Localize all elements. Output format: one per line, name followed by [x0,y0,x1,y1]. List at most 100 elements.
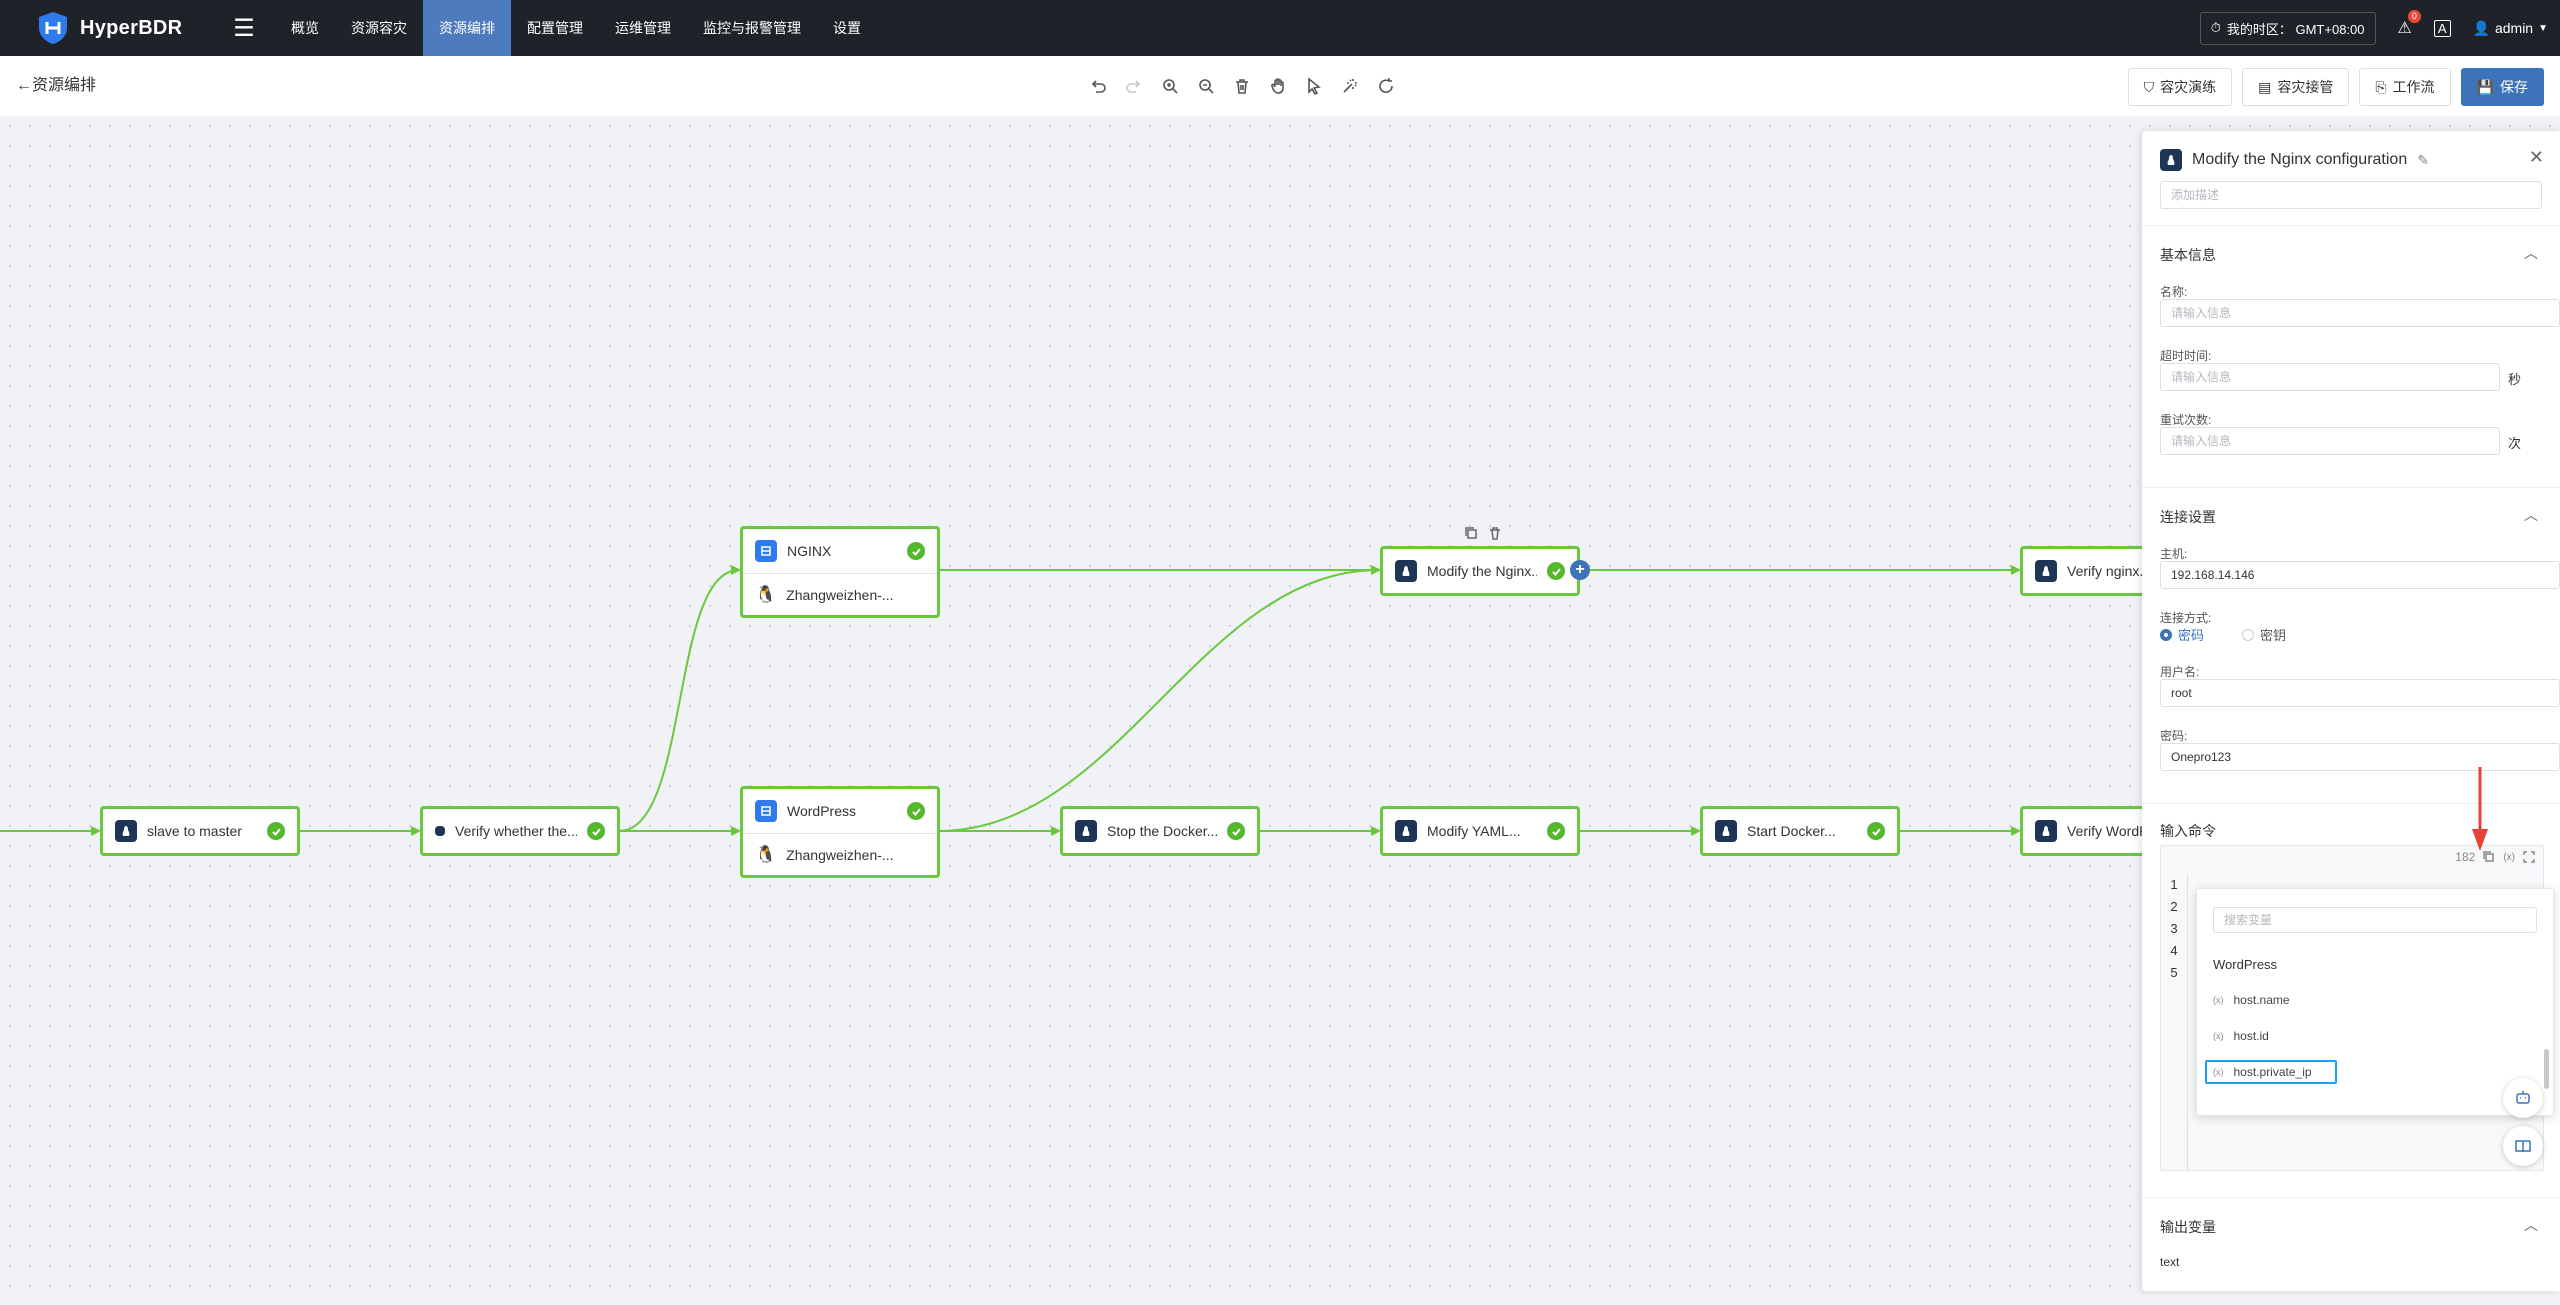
variable-item-label: host.private_ip [2233,1065,2312,1079]
node-modify-yaml[interactable]: Modify YAML... [1380,806,1580,856]
nav-item-settings[interactable]: 设置 [833,20,861,36]
save-icon: 💾 [2476,78,2494,95]
timeout-input[interactable]: 请输入信息 [2160,363,2500,391]
save-button[interactable]: 💾 保存 [2460,68,2544,106]
arrow-left-icon: ← [16,77,32,94]
retry-input[interactable]: 请输入信息 [2160,427,2500,455]
toolbar-actions: ⛉ 容灾演练 ▤容灾接管 ⎘工作流 💾 保存 [2127,68,2544,106]
edit-icon[interactable]: ✎ [2417,151,2429,168]
variable-item-label: host.name [2233,993,2290,1007]
zoom-out-button[interactable] [1194,74,1218,98]
drill-icon: ⛉ [2143,78,2155,95]
select-button[interactable] [1302,74,1326,98]
nav-item-overview[interactable]: 概览 [291,20,319,36]
check-icon [1227,822,1245,840]
chevron-up-icon[interactable]: ︿ [2524,507,2538,523]
chevron-up-icon[interactable]: ︿ [2524,245,2538,261]
dr-takeover-button[interactable]: ▤容灾接管 [2242,68,2350,106]
alert-icon[interactable]: ⚠0 [2398,10,2421,38]
annotation-arrow-icon [2472,767,2488,851]
dr-drill-label: 容灾演练 [2160,79,2217,95]
app-logo[interactable]: HyperBDR [36,10,211,46]
node-label: Stop the Docker... [1107,823,1217,839]
host-label: 主机: [2160,547,2188,561]
variable-item-host-name[interactable]: (x) host.name [2213,993,2290,1007]
zoom-in-button[interactable] [1158,74,1182,98]
auto-layout-button[interactable] [1338,74,1362,98]
node-start-docker[interactable]: Start Docker... [1700,806,1900,856]
nav-item-orchestration[interactable]: 资源编排 [423,0,511,56]
node-wordpress[interactable]: WordPress 🐧 Zhangweizhen-... [740,786,940,878]
variable-item-host-private-ip[interactable]: (x) host.private_ip [2205,1060,2337,1084]
radio-key[interactable]: 密钥 [2242,625,2286,644]
node-hover-actions [1464,526,1502,540]
workflow-label: 工作流 [2392,79,2435,95]
undo-icon [1091,80,1106,93]
nav-item-config[interactable]: 配置管理 [527,20,583,36]
redo-button[interactable] [1122,74,1146,98]
add-node-button[interactable]: + [1570,560,1590,580]
refresh-button[interactable] [1374,74,1398,98]
trash-icon [1236,79,1248,94]
dr-drill-button[interactable]: ⛉ 容灾演练 [2127,68,2233,106]
fullscreen-icon[interactable] [2523,851,2535,863]
variable-search-input[interactable]: 搜索变量 [2213,907,2537,933]
node-label: Modify the Nginx... [1427,563,1537,579]
language-icon[interactable]: A [2433,19,2451,37]
clock-icon: ⏱ [2210,20,2221,35]
host-input[interactable]: 192.168.14.146 [2160,561,2560,589]
nav-item-ops[interactable]: 运维管理 [615,20,671,36]
node-nginx[interactable]: NGINX 🐧 Zhangweizhen-... [740,526,940,618]
username-label: 用户名: [2160,665,2200,679]
description-input[interactable]: 添加描述 [2160,181,2542,209]
assistant-button[interactable] [2503,1078,2543,1118]
gutter-divider [2187,874,2188,1170]
radio-password[interactable]: 密码 [2160,625,2204,644]
undo-button[interactable] [1086,74,1110,98]
radio-dot [2242,628,2254,641]
main-nav: 概览 资源容灾 资源编排 配置管理 运维管理 监控与报警管理 设置 [275,0,877,56]
copy-icon[interactable] [1464,526,1478,540]
chevron-up-icon[interactable]: ︿ [2524,1217,2538,1233]
check-icon [267,822,285,840]
check-icon [907,542,925,560]
copy-icon[interactable] [2483,851,2495,863]
node-slave-to-master[interactable]: slave to master [100,806,300,856]
divider [2142,803,2560,804]
notification-badge: 0 [2407,10,2421,23]
password-input[interactable]: Onepro123 [2160,743,2560,771]
username-input[interactable]: root [2160,679,2560,707]
close-icon[interactable]: ✕ [2528,147,2544,167]
char-count: 182 [2455,850,2476,864]
user-menu[interactable]: 👤 admin ▼ [2473,20,2548,37]
node-label: Verify WordP... [2067,823,2159,839]
save-label: 保存 [2500,79,2528,95]
redo-icon [1126,80,1141,93]
delete-button[interactable] [1230,74,1254,98]
timeout-label: 超时时间: [2160,349,2212,363]
node-stop-docker[interactable]: Stop the Docker... [1060,806,1260,856]
node-modify-nginx[interactable]: Modify the Nginx... [1380,546,1580,596]
check-icon [907,802,925,820]
variable-icon: (x) [2213,995,2224,1005]
variable-item-label: host.id [2233,1029,2269,1043]
pan-button[interactable] [1266,74,1290,98]
timezone-box[interactable]: ⏱ 我的时区： GMT+08:00 [2199,11,2376,45]
dropdown-scrollbar[interactable] [2544,1049,2549,1089]
name-input[interactable]: 请输入信息 [2160,299,2560,327]
workflow-canvas[interactable]: slave to master Verify whether the... NG… [0,116,2560,1305]
nav-item-resource-dr[interactable]: 资源容灾 [351,20,407,36]
menu-toggle-icon[interactable]: ☰ [233,14,255,42]
nav-item-monitoring[interactable]: 监控与报警管理 [703,20,801,36]
linux-icon [1395,560,1417,582]
back-link[interactable]: ←资源编排 [16,56,96,116]
script-icon [435,826,445,836]
node-verify-whether[interactable]: Verify whether the... [420,806,620,856]
variable-icon[interactable]: (x) [2503,851,2515,863]
workflow-button[interactable]: ⎘工作流 [2359,68,2451,106]
trash-icon[interactable] [1488,526,1502,540]
divider [2142,487,2560,488]
docs-button[interactable] [2503,1126,2543,1166]
variable-item-host-id[interactable]: (x) host.id [2213,1029,2269,1043]
editor-toolbar: ←资源编排 ⛉ 容灾演练 ▤容灾接管 ⎘工作流 💾 保存 [0,56,2560,116]
